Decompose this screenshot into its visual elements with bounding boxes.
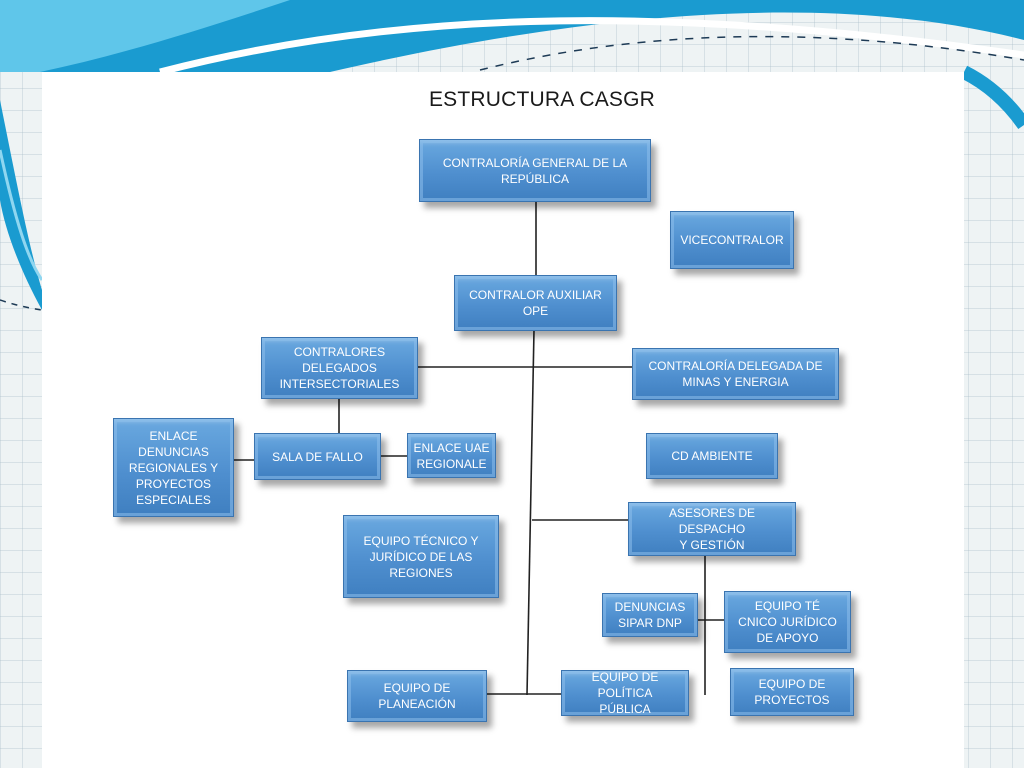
node-equipo-proyectos: EQUIPO DE PROYECTOS: [730, 668, 854, 716]
node-equipo-tecnico-regiones: EQUIPO TÉCNICO Y JURÍDICO DE LAS REGIONE…: [343, 515, 499, 598]
node-denuncias-sipar: DENUNCIAS SIPAR DNP: [602, 593, 698, 637]
diagram-title: ESTRUCTURA CASGR: [428, 88, 656, 111]
swoosh-white-stripe: [159, 17, 1024, 76]
node-cd-ambiente: CD AMBIENTE: [646, 433, 778, 479]
swoosh-top-highlight: [0, 0, 290, 72]
node-contraloria-general: CONTRALORÍA GENERAL DE LA REPÚBLICA: [419, 139, 651, 202]
node-equipo-tecnico-apoyo: EQUIPO TÉ CNICO JURÍDICO DE APOYO: [724, 591, 851, 653]
node-contraloria-delegada-minas: CONTRALORÍA DELEGADA DE MINAS Y ENERGIA: [632, 348, 839, 400]
swoosh-right-curve: [960, 65, 1024, 130]
node-contralores-delegados: CONTRALORES DELEGADOS INTERSECTORIALES: [261, 337, 418, 399]
node-enlace-uae: ENLACE UAE REGIONALE: [407, 433, 496, 478]
swoosh-dashes-left: [0, 299, 43, 311]
swoosh-left-highlight: [0, 149, 44, 281]
node-sala-de-fallo: SALA DE FALLO: [254, 433, 381, 480]
node-asesores-despacho: ASESORES DE DESPACHO Y GESTIÓN: [628, 502, 796, 556]
node-contralor-auxiliar: CONTRALOR AUXILIAR OPE: [454, 275, 617, 331]
node-equipo-politica: EQUIPO DE POLÍTICA PÚBLICA: [561, 670, 689, 716]
node-equipo-planeacion: EQUIPO DE PLANEACIÓN: [347, 670, 487, 722]
node-enlace-denuncias: ENLACE DENUNCIAS REGIONALES Y PROYECTOS …: [113, 418, 234, 517]
swoosh-left-band: [0, 100, 42, 310]
swoosh-dashes: [479, 35, 1024, 71]
node-vicecontralor: VICECONTRALOR: [670, 211, 794, 269]
